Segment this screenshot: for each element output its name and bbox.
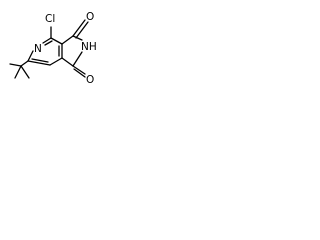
bond-methyl-bottom-left	[14, 65, 22, 79]
pyridine-nitrogen-label: N	[34, 43, 42, 55]
bond-ring-to-quaternary-carbon	[20, 60, 29, 67]
bond-n2-c1	[72, 51, 83, 67]
pyridine-ring	[27, 37, 63, 66]
bond-carbonyl-bottom	[72, 65, 86, 75]
bond-c3-n2	[72, 35, 83, 41]
bond-carbonyl-bottom-double	[73, 68, 86, 78]
bond-c6-n5	[27, 50, 34, 62]
bond-c7-c6	[27, 60, 51, 66]
bond-c1-c7a	[61, 57, 74, 67]
bond-methyl-bottom-right	[20, 65, 30, 79]
bond-carbonyl-top-double	[75, 21, 89, 39]
structure-canvas: Cl N NH O O	[0, 0, 116, 88]
bond-c4-c3a	[50, 37, 63, 45]
bond-c7a-c7	[49, 57, 63, 66]
chemical-structure-diagram: Cl N NH O O	[9, 11, 97, 86]
bond-n5-c4	[42, 37, 52, 44]
chlorine-atom-label: Cl	[45, 13, 55, 25]
bond-methyl-left	[9, 63, 22, 67]
imide-nitrogen-label: NH	[81, 41, 97, 53]
bond-carbonyl-top	[72, 19, 86, 37]
bond-n5-c4-double	[44, 40, 53, 46]
tert-butyl-group	[9, 60, 30, 79]
bond-c7-c6-double	[31, 58, 49, 63]
bond-c3a-c3	[61, 35, 74, 45]
carbonyl-oxygen-bottom-label: O	[86, 74, 94, 86]
imide-ring	[61, 35, 83, 67]
carbonyl-oxygen-top-label: O	[86, 11, 94, 23]
